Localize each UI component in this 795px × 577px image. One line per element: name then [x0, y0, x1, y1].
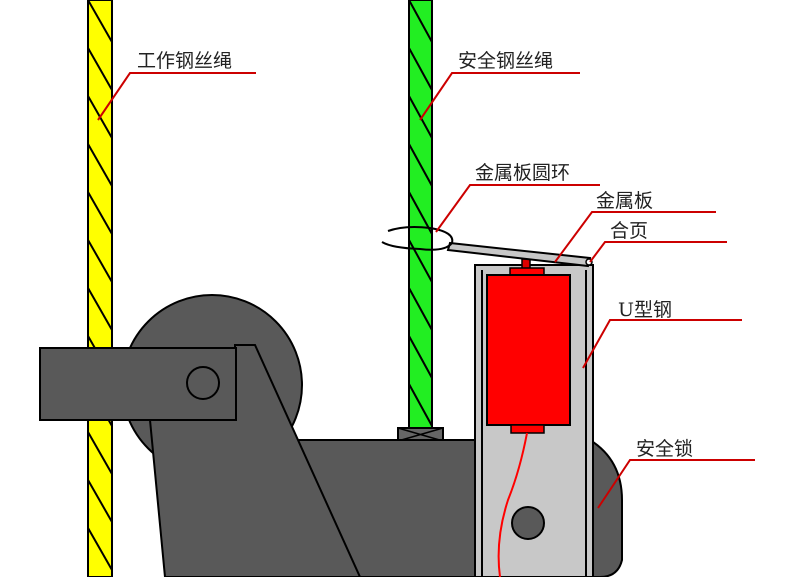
rope-strand	[88, 479, 112, 523]
rope-strand	[88, 47, 112, 91]
label-safety-lock: 安全锁	[636, 438, 694, 460]
label-u-steel: U型钢	[618, 299, 673, 321]
label-hinge: 合页	[610, 220, 649, 242]
lock-cylinder	[486, 258, 571, 577]
metal-plate	[381, 226, 593, 268]
label-plate-ring: 金属板圆环	[475, 162, 571, 184]
rope-strand	[88, 431, 112, 475]
rope-strand	[88, 527, 112, 571]
label-working-wire-rope: 工作钢丝绳	[137, 50, 233, 72]
rope-strand	[409, 143, 432, 187]
rope-strand	[409, 95, 432, 139]
rope-strand	[88, 143, 112, 187]
rope-strand	[409, 383, 432, 427]
rope-strand	[88, 191, 112, 235]
rope-strand	[88, 239, 112, 283]
rope-strand	[409, 335, 432, 379]
rope-strand	[409, 287, 432, 331]
rope-strand	[88, 0, 112, 43]
working-wire-rope	[87, 0, 113, 577]
leader-lines	[97, 72, 755, 509]
rope-strand	[409, 47, 432, 91]
label-metal-plate: 金属板	[596, 190, 654, 212]
rope-strand	[409, 0, 432, 43]
rope-strand	[409, 239, 432, 283]
rope-strand	[88, 287, 112, 331]
safety-wire-rope	[397, 0, 444, 442]
label-safety-wire-rope: 安全钢丝绳	[458, 50, 554, 72]
